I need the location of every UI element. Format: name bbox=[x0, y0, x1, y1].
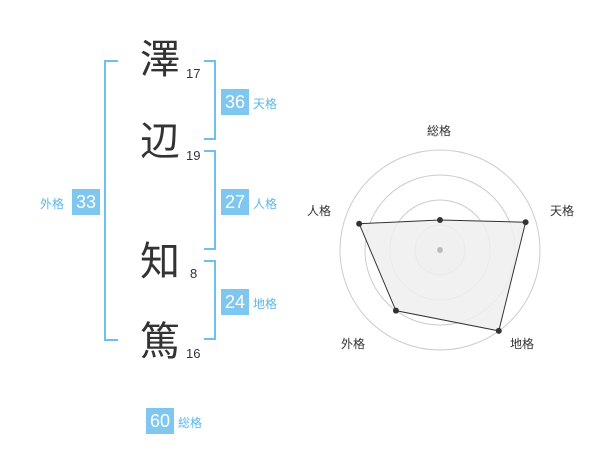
name-char-3: 知 bbox=[140, 239, 180, 285]
radar-axis-label-jinkaku: 人格 bbox=[307, 204, 332, 218]
soukaku-value-badge: 60 bbox=[146, 408, 174, 434]
radar-ring bbox=[339, 149, 541, 351]
gaikaku-value-badge: 33 bbox=[72, 189, 100, 215]
chikaku-label: 地格 bbox=[253, 297, 278, 311]
gaikaku-bracket bbox=[104, 60, 118, 341]
stroke-count-2: 19 bbox=[186, 148, 201, 163]
stroke-count-3: 8 bbox=[190, 266, 198, 281]
radar-axis-label-tenkaku: 天格 bbox=[550, 204, 575, 218]
name-char-2: 辺 bbox=[140, 119, 180, 165]
tenkaku-label: 天格 bbox=[253, 97, 278, 111]
jinkaku-value-badge: 27 bbox=[221, 189, 249, 215]
soukaku-label: 総格 bbox=[178, 416, 203, 430]
radar-axis-label-chikaku: 地格 bbox=[510, 337, 535, 351]
radar-point-4 bbox=[392, 307, 399, 314]
name-char-4: 篤 bbox=[140, 319, 180, 365]
radar-point-2 bbox=[522, 219, 529, 226]
gaikaku-label: 外格 bbox=[40, 197, 65, 211]
radar-point-3 bbox=[495, 327, 502, 334]
tenkaku-value-badge: 36 bbox=[221, 89, 249, 115]
stroke-count-1: 17 bbox=[186, 66, 201, 81]
radar-point-1 bbox=[437, 217, 443, 223]
radar-axis-label-gaikaku: 外格 bbox=[341, 337, 366, 351]
radar-series-polygon bbox=[358, 219, 527, 332]
tenkaku-bracket bbox=[204, 60, 216, 140]
chikaku-bracket bbox=[204, 260, 216, 340]
name-char-1: 澤 bbox=[140, 37, 180, 83]
jinkaku-bracket bbox=[204, 150, 216, 250]
chikaku-value-badge: 24 bbox=[221, 289, 249, 315]
radar-center-point bbox=[437, 247, 443, 253]
stroke-count-4: 16 bbox=[186, 346, 201, 361]
radar-axis-label-soukaku: 総格 bbox=[427, 124, 452, 138]
jinkaku-label: 人格 bbox=[253, 197, 278, 211]
radar-point-5 bbox=[356, 220, 363, 227]
